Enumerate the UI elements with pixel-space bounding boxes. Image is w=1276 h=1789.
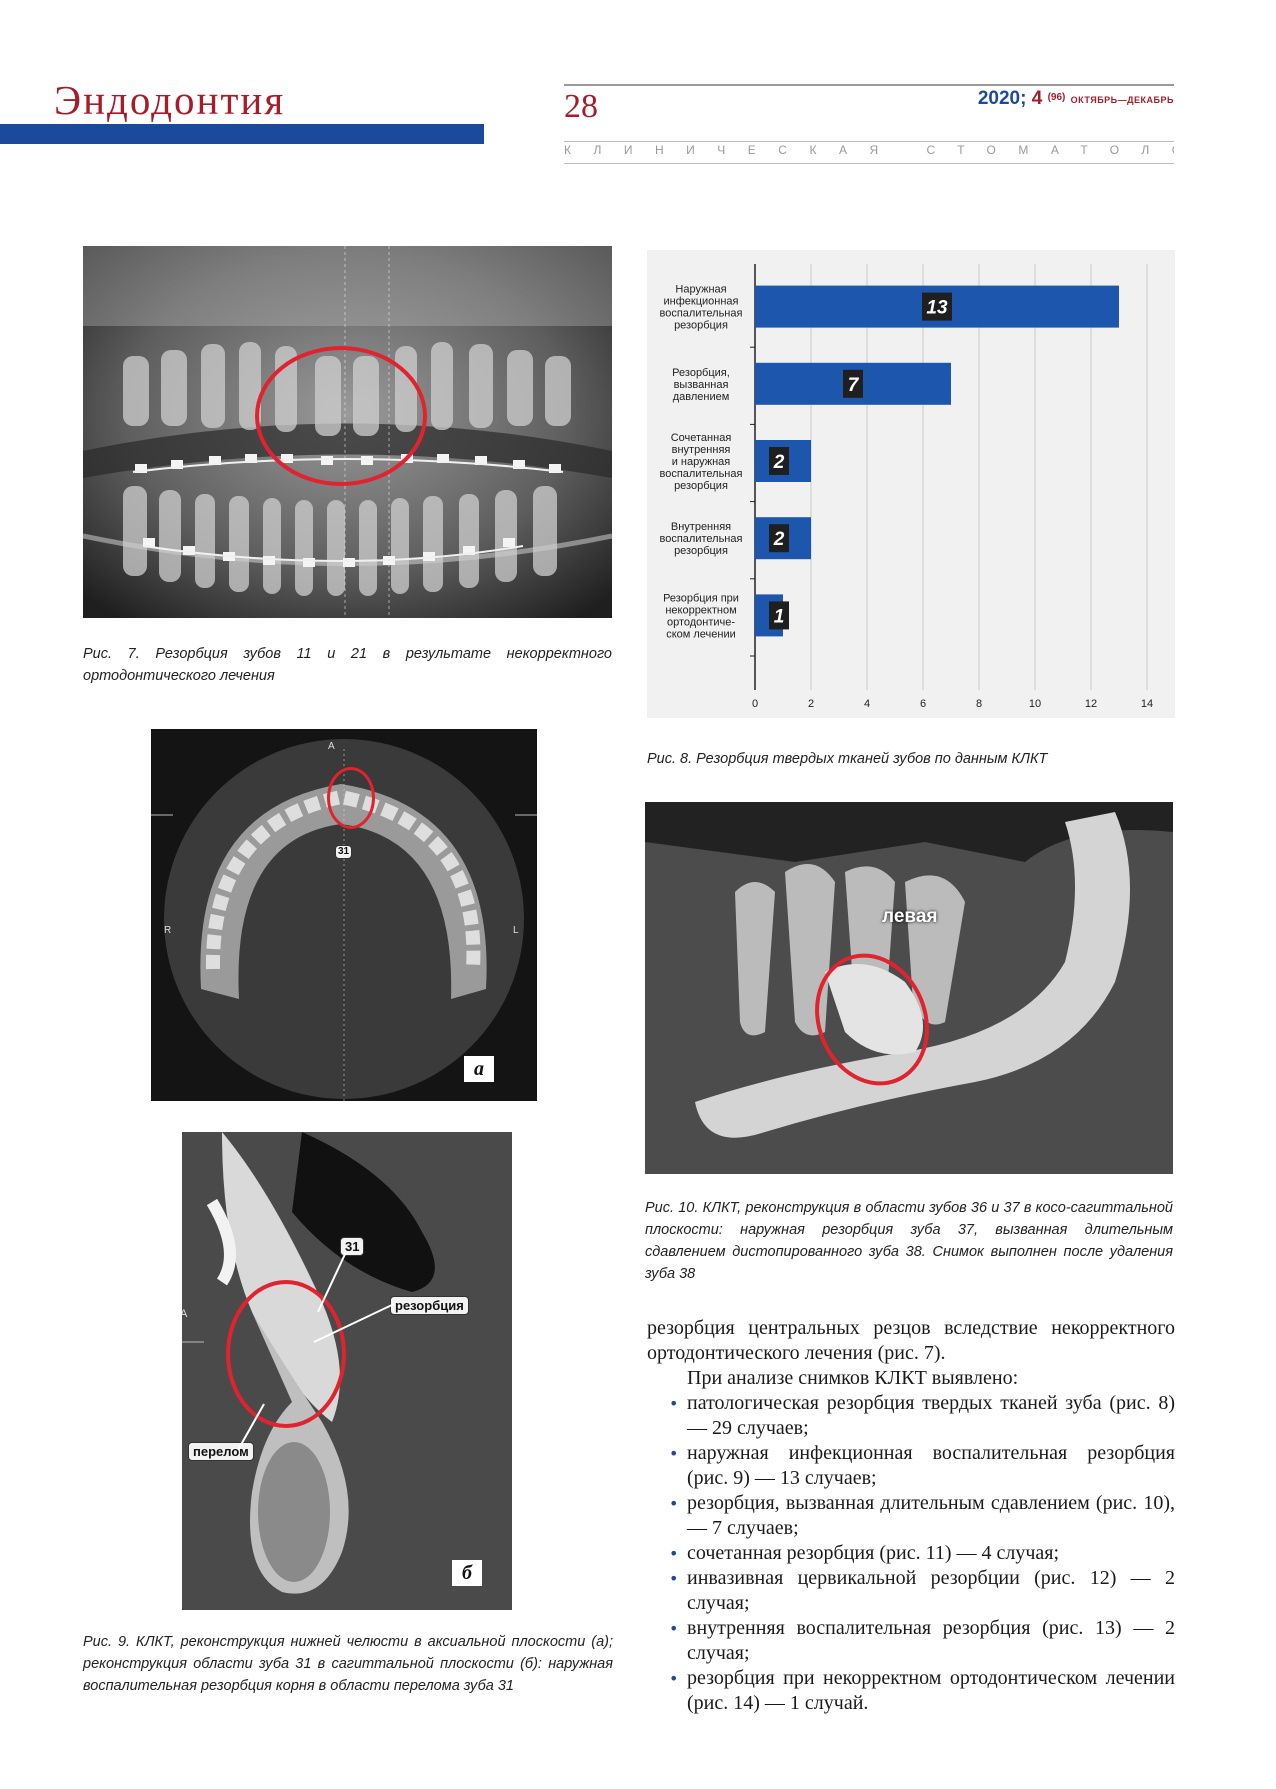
fig9-caption: Рис. 9. КЛКТ, реконструкция нижней челюс…: [83, 1634, 613, 1694]
article-body-text: резорбция центральных резцов вследствие …: [647, 1316, 1175, 1716]
issue-number: 4: [1031, 88, 1043, 109]
fig9a-orient-top: A: [328, 741, 335, 752]
x-tick-label: 12: [1085, 698, 1097, 710]
fig7-caption: Рис. 7. Резорбция зубов 11 и 21 в резуль…: [83, 646, 612, 684]
fig9b-panel-label: б: [452, 1560, 482, 1586]
category-label: воспалительная: [660, 308, 743, 320]
fig9b-sagittal-cbct: A 31 резорбция перелом б: [182, 1132, 512, 1610]
list-item: патологическая резорбция твердых тканей …: [647, 1391, 1175, 1441]
bar-data-label: 2: [773, 529, 785, 550]
fig9b-tooth-label: 31: [340, 1237, 365, 1256]
header-rule-mid: [564, 141, 1174, 142]
category-label: Сочетанная: [671, 432, 732, 444]
header-rule-bottom: [564, 163, 1174, 164]
list-item: инвазивная цервикальной резорбции (рис. …: [647, 1566, 1175, 1616]
fig7-highlight-ring: [255, 346, 427, 486]
bar-data-label: 13: [926, 298, 948, 319]
fig9a-panel-label: а: [464, 1056, 494, 1082]
body-paragraph-1: резорбция центральных резцов вследствие …: [647, 1317, 1175, 1364]
category-label: воспалительная: [660, 533, 743, 545]
bar-data-label-box: [922, 292, 952, 321]
x-tick-label: 4: [864, 698, 870, 710]
bar-data-label: 2: [773, 452, 785, 473]
category-label: и наружная: [672, 456, 731, 468]
bar-data-label-box: [843, 369, 863, 398]
list-item: сочетанная резорбция (рис. 11) — 4 случа…: [647, 1541, 1175, 1566]
category-label: инфекционная: [664, 296, 739, 308]
bar-data-label: 1: [774, 606, 785, 627]
fig9a-axial-cbct: 31 A R L а: [151, 729, 537, 1101]
category-label: вызванная: [674, 379, 729, 391]
fig9b-orient-side: A: [182, 1308, 188, 1320]
bar-data-label-box: [769, 447, 789, 475]
category-label: Резорбция при: [663, 592, 739, 604]
list-item: наружная инфекционная воспалительная рез…: [647, 1441, 1175, 1491]
issue-months: ОКТЯБРЬ—ДЕКАБРЬ: [1070, 95, 1174, 105]
category-label: ском лечении: [666, 628, 736, 640]
category-label: резорбция: [674, 480, 728, 492]
list-item: внутренняя воспалительная резорбция (рис…: [647, 1616, 1175, 1666]
fig8-caption: Рис. 8. Резорбция твердых тканей зубов п…: [647, 751, 1048, 767]
issue-total: (96): [1047, 92, 1066, 103]
category-label: внутренняя: [672, 444, 731, 456]
chart-background: [647, 250, 1175, 718]
fig9a-tooth-label: 31: [335, 845, 353, 859]
bar-data-label: 7: [848, 375, 860, 396]
fig9b-resorption-label: резорбция: [390, 1296, 469, 1315]
fig10-drawing: [645, 802, 1173, 1174]
category-label: давлением: [673, 391, 730, 403]
fig9b-pointer-arrows: [237, 1251, 395, 1451]
bar-data-label-box: [769, 601, 789, 630]
x-tick-label: 14: [1141, 698, 1153, 710]
issue-info: 2020; 4 (96) ОКТЯБРЬ—ДЕКАБРЬ: [978, 88, 1174, 110]
category-label: Внутренняя: [671, 521, 731, 533]
list-item: резорбция, вызванная длительным сдавлени…: [647, 1491, 1175, 1541]
x-tick-label: 2: [808, 698, 814, 710]
fig10-side-label: левая: [882, 906, 938, 927]
category-label: воспалительная: [660, 468, 743, 480]
x-tick-label: 0: [752, 698, 758, 710]
body-paragraph-2: При анализе снимков КЛКТ выявлено:: [687, 1367, 1019, 1389]
category-label: некорректном: [665, 604, 736, 616]
fig9b-highlight-ring: [226, 1280, 346, 1428]
x-tick-label: 6: [920, 698, 926, 710]
fig7-xray-drawing: [83, 246, 612, 618]
fig9a-drawing: [151, 739, 537, 1101]
category-label: резорбция: [674, 320, 728, 332]
page-number: 28: [564, 88, 598, 125]
x-tick-label: 8: [976, 698, 982, 710]
issue-year: 2020;: [977, 88, 1027, 109]
category-label: ортодонтиче-: [667, 616, 735, 628]
fig9b-fracture-label: перелом: [188, 1442, 254, 1461]
header-rule-top: [564, 84, 1174, 86]
x-tick-label: 10: [1029, 698, 1041, 710]
list-item: резорбция при некорректном ортодонтическ…: [647, 1666, 1175, 1716]
category-label: Наружная: [675, 284, 726, 296]
fig7-panoramic-xray: [83, 246, 612, 618]
category-label: резорбция: [674, 545, 728, 557]
fig10-oblique-cbct: левая: [645, 802, 1173, 1174]
category-label: Резорбция,: [672, 367, 730, 379]
section-color-bar: [0, 124, 484, 144]
bar-data-label-box: [769, 524, 789, 553]
section-title: Эндодонтия: [54, 77, 286, 123]
fig10-caption: Рис. 10. КЛКТ, реконструкция в области з…: [645, 1200, 1173, 1282]
fig9a-orient-right: L: [513, 925, 519, 936]
findings-list: патологическая резорбция твердых тканей …: [647, 1391, 1175, 1716]
fig9a-highlight-ring: [327, 767, 375, 829]
fig9a-orient-left: R: [164, 925, 172, 936]
journal-name: КЛИНИЧЕСКАЯ СТОМАТОЛОГИЯ: [564, 143, 1174, 157]
